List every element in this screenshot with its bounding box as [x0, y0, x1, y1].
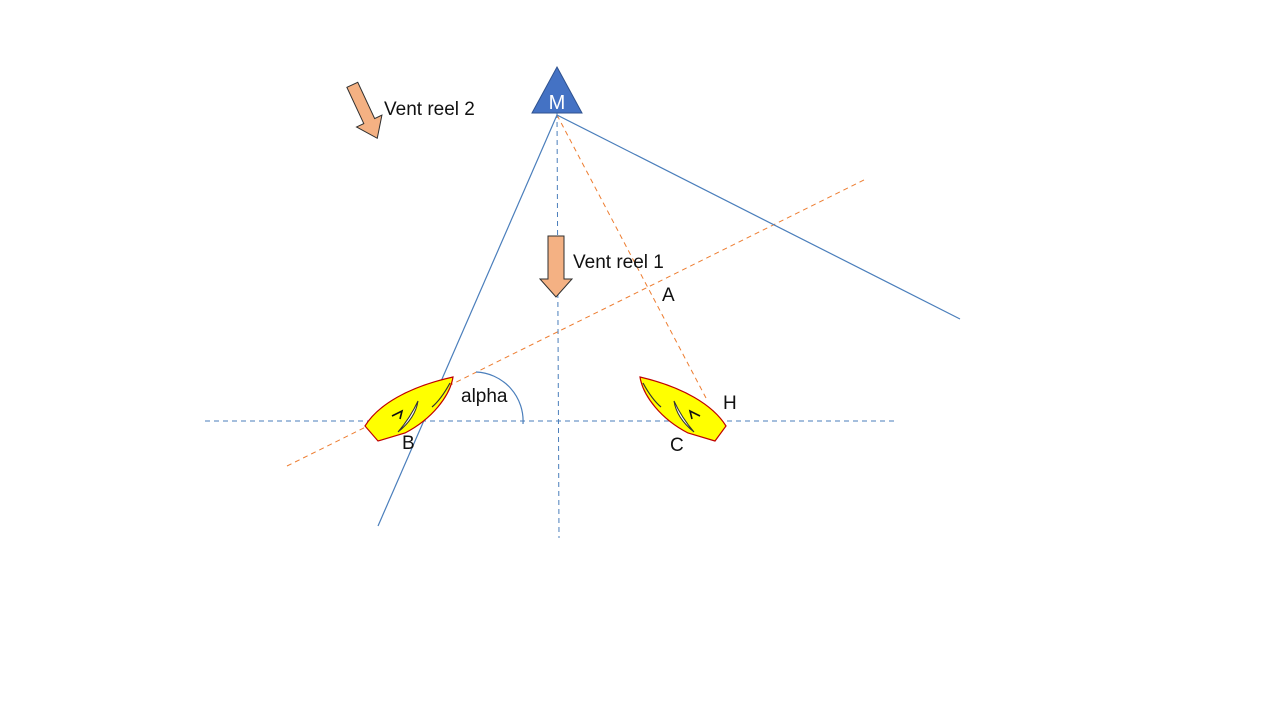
mark-label: M — [549, 92, 566, 114]
point-b-label: B — [402, 433, 415, 454]
alpha-angle-arc — [475, 371, 524, 425]
sailboat-icon — [364, 376, 454, 442]
triangle-buoy-icon — [531, 65, 583, 114]
jib-icon — [431, 382, 451, 408]
wind-1-label: Vent reel 1 — [573, 252, 664, 273]
wind-arrow-1 — [538, 235, 574, 298]
tiller-icon — [391, 409, 404, 420]
point-h-label: H — [723, 393, 737, 414]
point-c-label: C — [670, 435, 684, 456]
mark-m: M — [531, 65, 583, 114]
boat-c — [639, 376, 727, 442]
sail-icon — [397, 400, 419, 433]
boat-b — [364, 376, 454, 442]
tiller-icon — [688, 409, 701, 420]
vertical-axis-line — [556, 112, 560, 539]
wind-2-label: Vent reel 2 — [384, 99, 475, 120]
jib-icon — [642, 382, 662, 408]
sailboat-icon — [639, 376, 727, 442]
arrow-down-icon — [346, 81, 383, 140]
wind-arrow-2 — [346, 81, 383, 140]
layline-left — [377, 114, 558, 527]
alpha-angle-label: alpha — [461, 386, 508, 407]
point-a-label: A — [662, 285, 675, 306]
arrow-down-icon — [538, 235, 574, 298]
layline-right — [556, 114, 961, 320]
sail-icon — [673, 400, 695, 433]
